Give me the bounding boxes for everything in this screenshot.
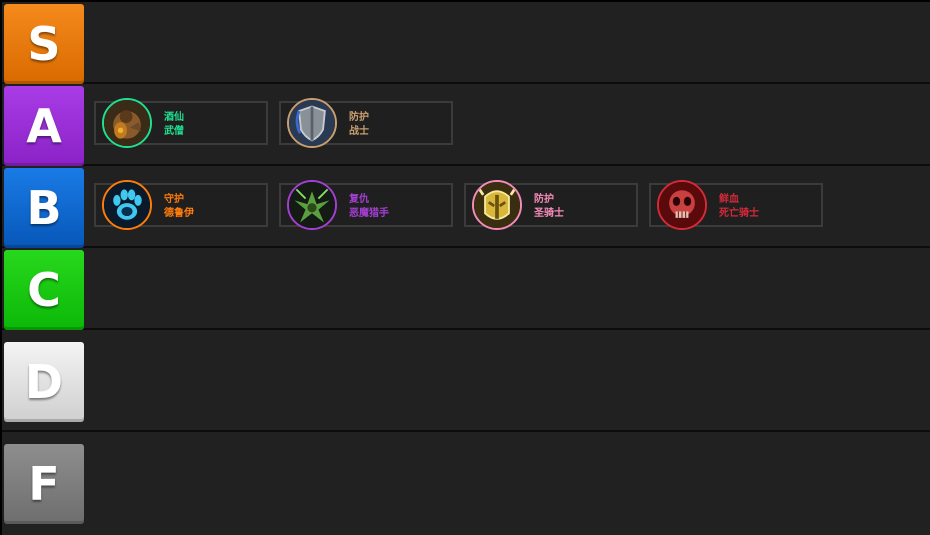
- tier-item-protection-warrior[interactable]: 防护 战士: [279, 98, 453, 148]
- tier-label-d[interactable]: D: [4, 342, 84, 422]
- item-name-vengeance: 复仇 恶魔猎手: [349, 194, 389, 219]
- item-name-prot-paladin: 防护 圣骑士: [534, 194, 564, 219]
- tier-row-f: F: [2, 432, 930, 535]
- tier-items-a[interactable]: 酒仙 武僧 防护 战士: [94, 98, 930, 148]
- item-name-brewmaster: 酒仙 武僧: [164, 112, 184, 137]
- tier-row-a: A 酒仙 武僧: [2, 84, 930, 166]
- blood-death-knight-skull-icon: [657, 180, 707, 230]
- tier-item-brewmaster-monk[interactable]: 酒仙 武僧: [94, 98, 268, 148]
- tier-label-s[interactable]: S: [4, 4, 84, 84]
- tier-item-guardian-druid[interactable]: 守护 德鲁伊: [94, 180, 268, 230]
- tier-items-b[interactable]: 守护 德鲁伊 复仇 恶魔猎手: [94, 180, 930, 230]
- tier-item-vengeance-demon-hunter[interactable]: 复仇 恶魔猎手: [279, 180, 453, 230]
- tier-label-c[interactable]: C: [4, 250, 84, 330]
- item-name-guardian: 守护 德鲁伊: [164, 194, 194, 219]
- tier-label-f[interactable]: F: [4, 444, 84, 524]
- tier-row-c: C: [2, 248, 930, 330]
- tier-label-b[interactable]: B: [4, 168, 84, 248]
- item-name-blood-dk: 鲜血 死亡骑士: [719, 194, 759, 219]
- tier-row-s: S: [2, 2, 930, 84]
- tier-items-f[interactable]: [94, 449, 930, 493]
- protection-warrior-shield-icon: [287, 98, 337, 148]
- tier-row-b: B 守护 德鲁伊: [2, 166, 930, 248]
- tier-items-s[interactable]: [94, 19, 930, 63]
- vengeance-demon-hunter-icon: [287, 180, 337, 230]
- tier-items-d[interactable]: [94, 347, 930, 391]
- tier-items-c[interactable]: [94, 265, 930, 309]
- tier-item-blood-death-knight[interactable]: 鲜血 死亡骑士: [649, 180, 823, 230]
- tier-item-protection-paladin[interactable]: 防护 圣骑士: [464, 180, 638, 230]
- tier-label-a[interactable]: A: [4, 86, 84, 166]
- guardian-druid-paw-icon: [102, 180, 152, 230]
- brewmaster-monk-icon: [102, 98, 152, 148]
- protection-paladin-helm-icon: [472, 180, 522, 230]
- tier-row-d: D: [2, 330, 930, 432]
- item-name-prot-warrior: 防护 战士: [349, 112, 369, 137]
